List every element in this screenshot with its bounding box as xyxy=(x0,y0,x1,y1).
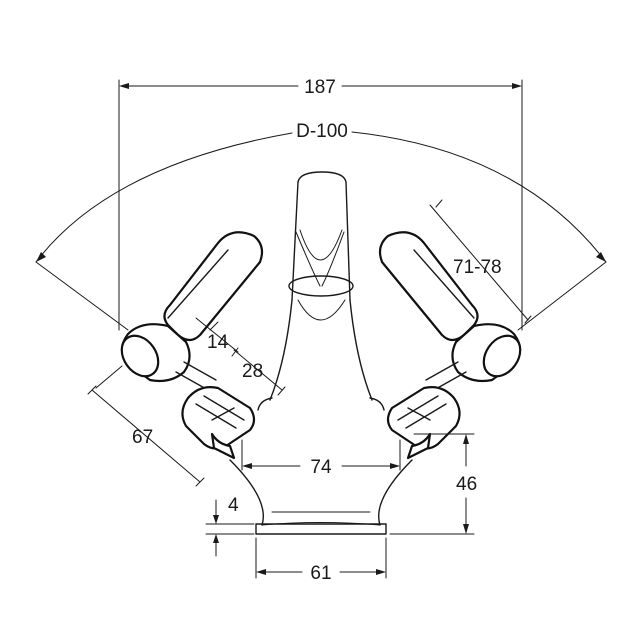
label-body-height: 46 xyxy=(456,474,477,495)
dimension-overall-width: 187 xyxy=(118,77,523,331)
label-base-thickness: 4 xyxy=(228,495,239,516)
label-base-width: 61 xyxy=(310,563,331,584)
label-handle-gap: 28 xyxy=(242,361,263,382)
right-handle xyxy=(378,231,522,460)
label-centers: 74 xyxy=(310,457,332,478)
dimension-handle-reach: 67 xyxy=(87,365,205,487)
dimension-centers: 74 xyxy=(241,439,401,478)
dimension-base-width: 61 xyxy=(255,537,387,584)
dimension-handle-length: 71-78 xyxy=(429,199,532,324)
label-handle-length: 71-78 xyxy=(453,257,502,278)
label-handle-reach: 67 xyxy=(132,427,153,448)
left-handle xyxy=(120,231,264,460)
label-overall-width: 187 xyxy=(304,77,336,98)
dimension-handle-offset: 14 xyxy=(195,317,239,353)
dimension-swing-arc: D-100 xyxy=(35,121,607,331)
dimension-body-height: 46 xyxy=(389,433,477,535)
dimension-base-thickness: 4 xyxy=(205,495,255,557)
tap-body xyxy=(229,299,413,535)
label-handle-offset: 14 xyxy=(207,332,229,353)
dimension-handle-gap: 28 xyxy=(231,347,286,396)
label-swing-diameter: D-100 xyxy=(296,121,348,142)
spout xyxy=(288,171,354,321)
